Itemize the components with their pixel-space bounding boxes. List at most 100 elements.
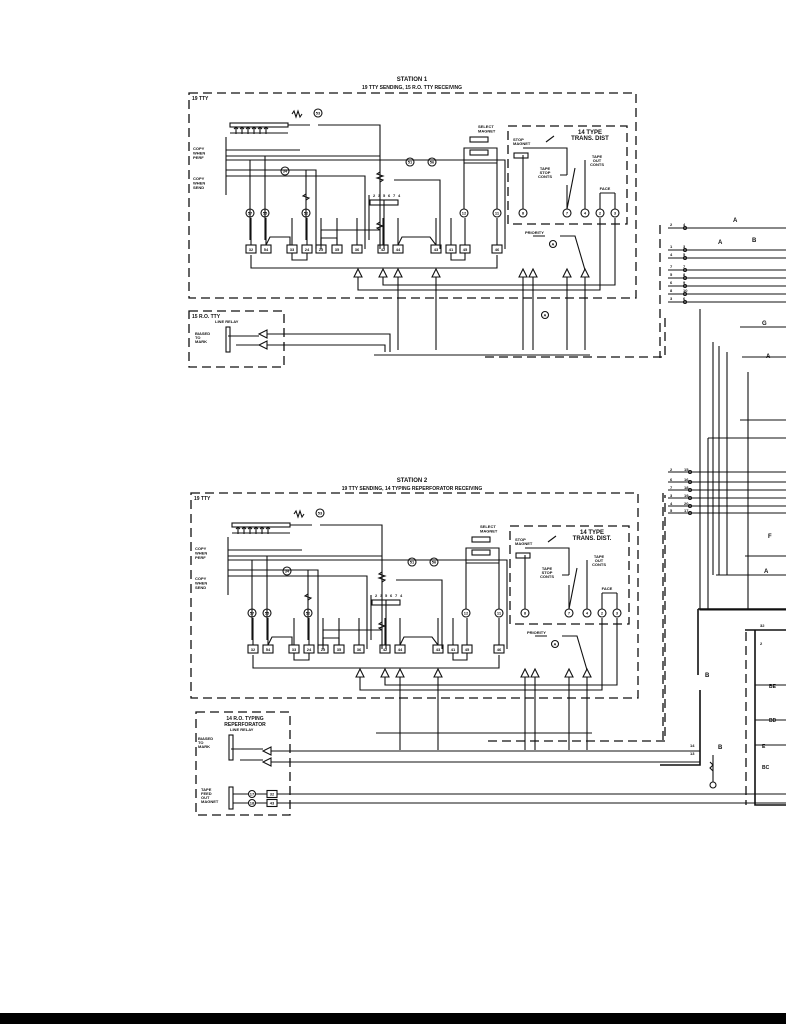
label-e: E: [762, 744, 766, 750]
station-1-subtitle: 19 TTY SENDING, 15 R.O. TTY RECEIVING: [362, 85, 462, 91]
terminal-block-label: 54: [264, 247, 269, 252]
line-relay: [225, 326, 231, 353]
label-2: 2: [760, 641, 763, 646]
biased-to-mark-label: TO: [195, 335, 200, 340]
receiver-title: 14 R.O. TYPING: [226, 716, 263, 722]
station-1-title: STATION 1: [397, 77, 428, 83]
receiver-enclosure: [188, 310, 285, 368]
terminal-label: 8: [524, 611, 527, 616]
label-14: 14: [690, 743, 695, 748]
strip-label: 20: [684, 501, 689, 506]
terminal-label: 51: [408, 160, 413, 165]
relay-bar: [369, 199, 399, 206]
strip-label: 6: [670, 280, 673, 285]
strip-label: 10: [683, 288, 688, 293]
tape-feed-label: TAPE: [201, 787, 212, 792]
relay-contact-label: 3: [380, 593, 383, 598]
select-magnet-label: MAGNET: [480, 529, 498, 534]
tape-out-label: CONTS: [590, 162, 604, 167]
strip-label: 4: [683, 222, 686, 227]
relay-contact-label: 7: [395, 593, 398, 598]
terminal-label: 7: [568, 611, 571, 616]
strip-label: 6: [670, 477, 673, 482]
connector-triangle: [393, 267, 403, 278]
tape-out-label: TAPE: [592, 154, 603, 159]
tape-out-label: TAPE: [594, 554, 605, 559]
terminal-block-label: 35: [337, 647, 342, 652]
relay-contact-label: 2: [373, 193, 376, 198]
receiver-title: REPERFORATOR: [224, 722, 266, 728]
stop-magnet-label: STOP: [513, 137, 524, 142]
terminal-circle: [427, 157, 437, 167]
label-a: A: [733, 218, 738, 224]
copy-when-send-label: COPY: [193, 176, 205, 181]
copy-when-send-label: SEND: [195, 585, 206, 590]
tty-enclosure: [190, 492, 639, 699]
strip-label: 19: [684, 493, 689, 498]
terminal-label: 17: [250, 792, 255, 797]
copy-when-perf-label: COPY: [195, 546, 207, 551]
terminal-label: 11: [495, 211, 500, 216]
terminal-block-label: 33: [290, 247, 295, 252]
terminal-block-label: 54: [266, 647, 271, 652]
priority-marker-label: A: [554, 642, 557, 647]
relay-contact-label: 6: [390, 593, 393, 598]
tape-stop-label: CONTS: [540, 574, 554, 579]
copy-when-perf-label: WHEN: [195, 551, 207, 556]
trans-dist-title: 14 TYPE: [578, 130, 602, 136]
terminal-block-label: 25: [321, 647, 326, 652]
biased-to-mark-label: MARK: [195, 339, 207, 344]
tape-stop-label: STOP: [542, 570, 553, 575]
select-magnet: [471, 549, 491, 556]
copy-when-perf-label: COPY: [193, 146, 205, 151]
line-relay-label: LINE RELAY: [215, 319, 239, 324]
label-32: 32: [760, 623, 765, 628]
connector-triangle: [380, 667, 390, 678]
terminal-label: 7: [566, 211, 569, 216]
label-b-coil: B: [705, 673, 710, 679]
terminal-block-label: 44: [396, 247, 401, 252]
copy-when-perf-label: PERF: [193, 155, 204, 160]
terminal-circle: [247, 789, 257, 799]
stop-magnet: [513, 152, 529, 159]
terminal-label: 12: [462, 211, 467, 216]
select-magnet-label: MAGNET: [478, 129, 496, 134]
terminal-circle: [262, 608, 272, 618]
terminal-block-label: 36: [355, 247, 360, 252]
relay-contact-label: 4: [400, 593, 403, 598]
unit-label: 19 TTY: [192, 96, 209, 102]
strip-label: 15: [684, 467, 689, 472]
connector-triangle: [518, 267, 528, 278]
terminal-label: 2: [599, 211, 602, 216]
relay-contact-label: 6: [388, 193, 391, 198]
select-magnet-label: SELECT: [478, 124, 494, 129]
terminal-block-label: 32: [249, 247, 254, 252]
copy-when-send-label: COPY: [195, 576, 207, 581]
priority-marker: [548, 239, 558, 249]
terminal-label: 52: [306, 611, 311, 616]
terminal-circle: [429, 557, 439, 567]
terminal-label: 11: [497, 611, 502, 616]
terminal-label: 4: [586, 611, 589, 616]
strip-label: 4: [670, 501, 673, 506]
terminal-circle: [245, 208, 255, 218]
strip-label: 7: [683, 264, 686, 269]
stop-magnet-label: STOP: [515, 537, 526, 542]
relay-contact-label: 7: [393, 193, 396, 198]
strip-label: 8: [683, 272, 686, 277]
terminal-label: 57: [248, 211, 253, 216]
trans-dist-title: TRANS. DIST: [571, 136, 609, 142]
terminal-label: 34: [283, 169, 288, 174]
scan-border: [0, 1013, 786, 1024]
terminal-label: 56: [430, 160, 435, 165]
label-g: G: [762, 321, 767, 327]
connector-triangle: [564, 667, 574, 678]
tape-stop-label: TAPE: [542, 566, 553, 571]
ground-terminal: [709, 781, 717, 789]
station-2-subtitle: 19 TTY SENDING, 14 TYPING REPERFORATOR R…: [342, 486, 483, 492]
distributor-bar: [231, 522, 291, 528]
